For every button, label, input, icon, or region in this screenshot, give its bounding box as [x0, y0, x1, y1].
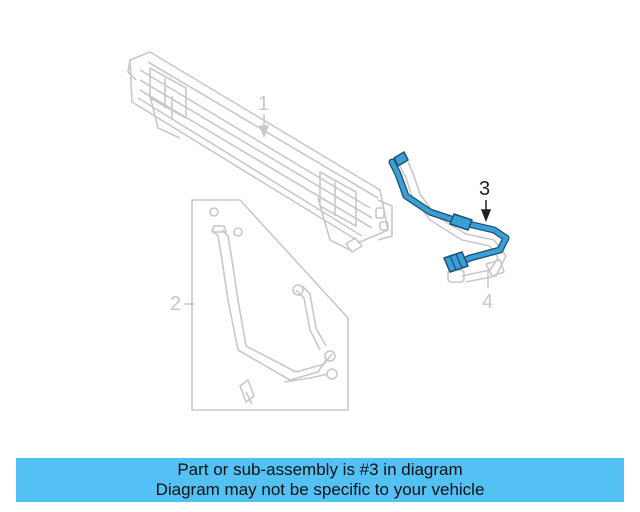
- callout-3: 3: [479, 178, 490, 200]
- info-banner: Part or sub-assembly is #3 in diagram Di…: [16, 458, 624, 502]
- tube-kit-part-2: [191, 199, 349, 411]
- callout-2: 2: [170, 293, 181, 315]
- callout-4: 4: [482, 291, 493, 313]
- hose-part-4: [399, 161, 507, 283]
- banner-line-2: Diagram may not be specific to your vehi…: [155, 480, 485, 499]
- callout-leader-1: [258, 114, 270, 139]
- hose-part-3-highlighted: [388, 151, 510, 273]
- parts-diagram: 1 2 4: [127, 51, 510, 411]
- callout-1: 1: [258, 93, 269, 115]
- banner-line-1: Part or sub-assembly is #3 in diagram: [177, 460, 463, 479]
- callout-leader-3: [480, 200, 492, 223]
